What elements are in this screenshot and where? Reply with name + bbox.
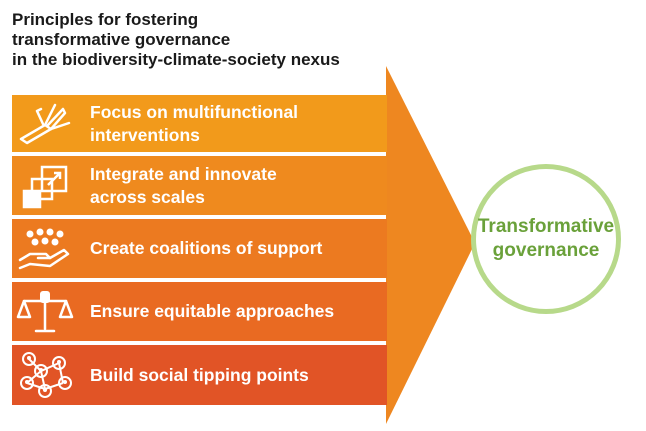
title-line-1: Principles for fostering bbox=[12, 10, 199, 29]
hand-with-people-icon bbox=[12, 219, 78, 278]
principle-row-equitable: Ensure equitable approaches bbox=[12, 282, 387, 341]
principle-row-tipping: Build social tipping points bbox=[12, 345, 387, 405]
outcome-label-line-1: Transformative bbox=[477, 216, 615, 237]
scales-blocks-icon bbox=[12, 156, 78, 215]
principle-label-5: Build social tipping points bbox=[90, 364, 309, 385]
principle-label-3: Create coalitions of support bbox=[90, 238, 323, 258]
principle-row-scales: Integrate and innovate across scales bbox=[12, 156, 387, 215]
outcome-circle: Transformative governance bbox=[471, 164, 621, 314]
principle-row-multifunctional: Focus on multifunctional interventions bbox=[12, 95, 387, 152]
principle-row-coalitions: Create coalitions of support bbox=[12, 219, 387, 278]
title-line-2: transformative governance bbox=[12, 30, 231, 49]
principle-label-1b: interventions bbox=[90, 124, 200, 145]
outcome-label-line-2: governance bbox=[492, 240, 600, 261]
principle-label-1a: Focus on multifunctional bbox=[90, 101, 299, 122]
diagram-title: Principles for fostering transformative … bbox=[12, 10, 392, 70]
balance-scale-icon bbox=[12, 282, 78, 341]
principle-label-2a: Integrate and innovate bbox=[90, 163, 277, 184]
network-people-icon bbox=[12, 345, 78, 405]
multitool-icon bbox=[12, 95, 78, 152]
title-line-3: in the biodiversity-climate-society nexu… bbox=[12, 50, 340, 69]
principle-label-2b: across scales bbox=[90, 186, 205, 207]
principle-label-4: Ensure equitable approaches bbox=[90, 301, 335, 321]
